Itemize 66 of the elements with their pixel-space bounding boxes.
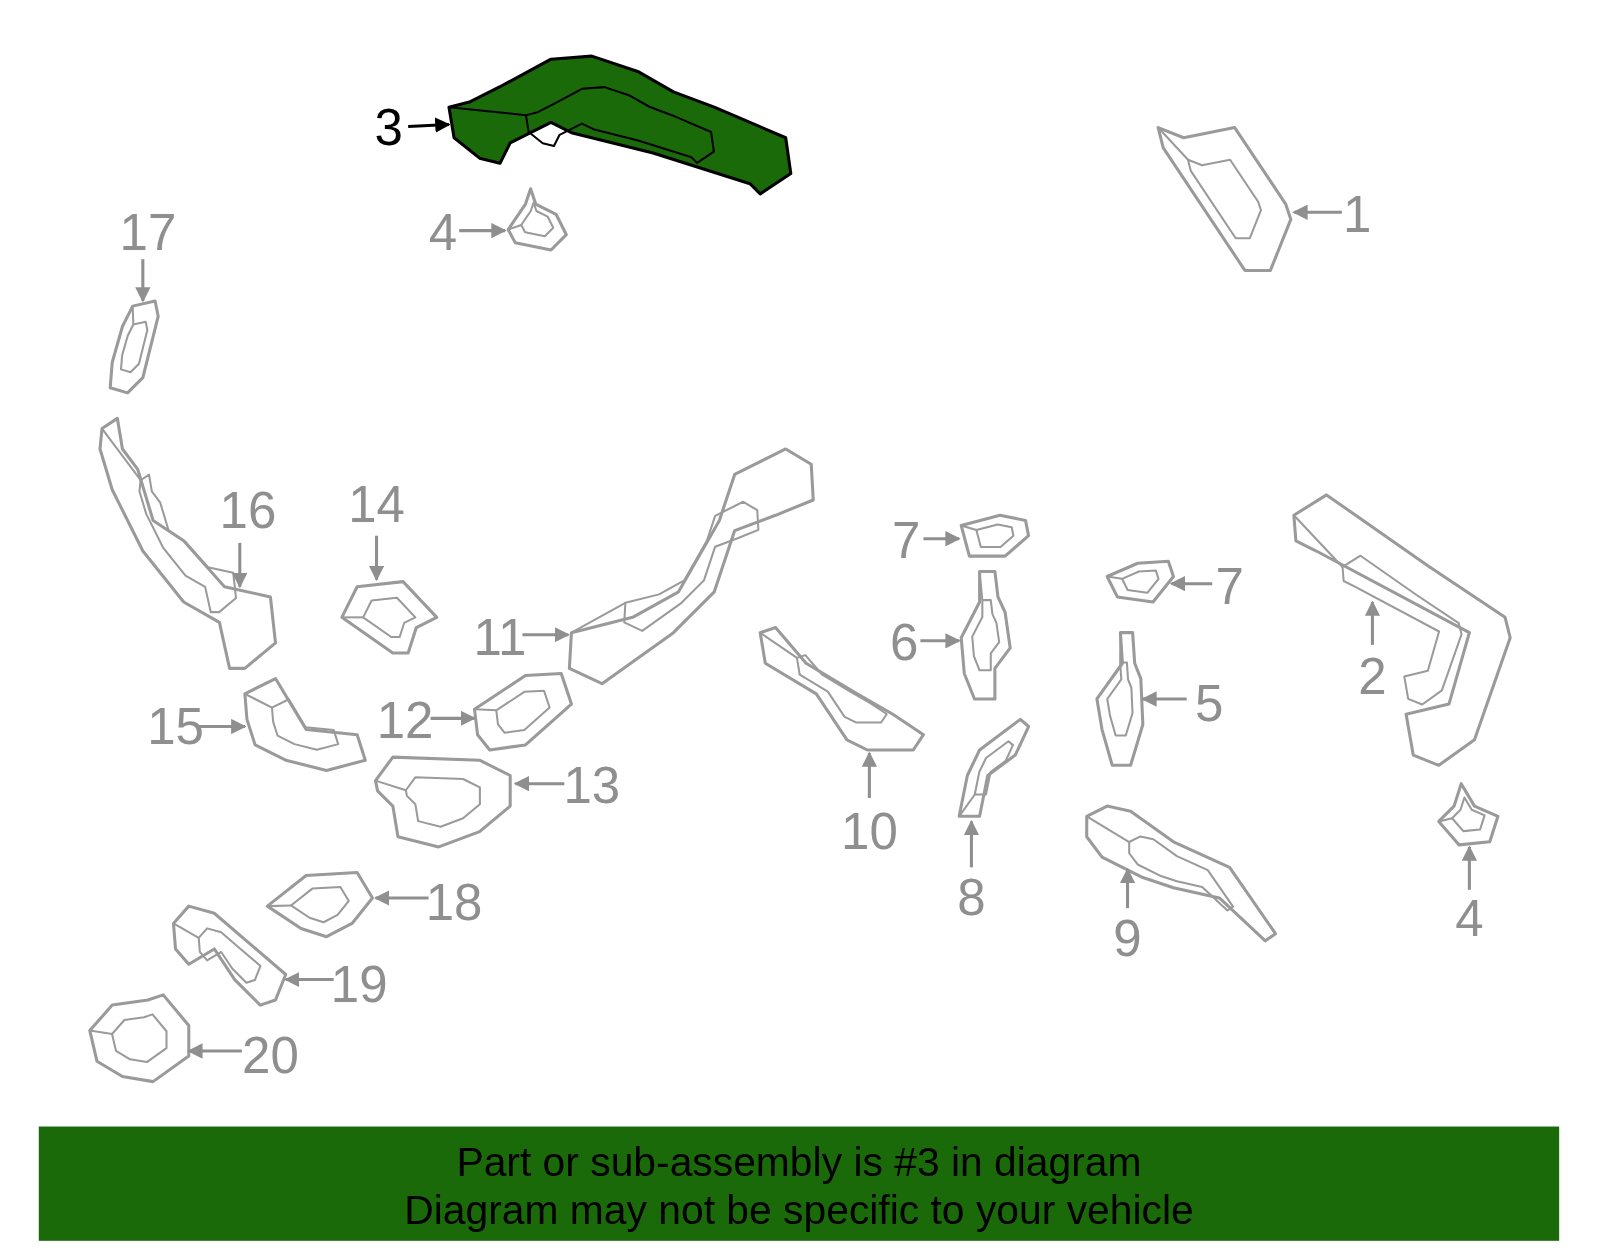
part-drawing [1437,782,1500,847]
leader-line [920,633,961,649]
part-drawing [340,580,439,655]
part-drawing [98,416,278,670]
callout-number: 4 [428,207,458,259]
part-drawing [959,569,1012,701]
leader-line [513,776,565,792]
callout-number: 2 [1358,651,1387,703]
callout-number: 16 [219,484,277,536]
callout-number: 4 [1455,892,1484,944]
leader-line [522,627,570,643]
callout-number: 6 [889,617,919,669]
callout-number: 20 [242,1030,299,1082]
callout-number: 7 [891,515,921,567]
callout-number: 5 [1195,678,1224,730]
callout-number: 19 [330,959,388,1011]
part-drawing [171,904,288,1007]
callout-number: 17 [119,207,177,259]
leader-line [861,751,878,798]
leader-line [1169,576,1213,592]
leader-line [430,710,476,726]
callout-number: 15 [147,701,204,753]
leader-line [923,531,961,547]
callout-number: 1 [1342,188,1372,240]
part-drawing [88,993,191,1084]
leader-line [187,1043,242,1059]
part-drawing [374,755,512,849]
leader-line [1119,867,1136,909]
leader-line [1292,204,1342,220]
leader-line [232,542,248,589]
callout-number: 3 [374,102,403,154]
part-drawing [1095,631,1145,767]
part-drawing [265,870,374,939]
part-drawing [243,677,367,772]
leader-line [963,819,980,868]
part-drawing [447,54,793,196]
leader-line [374,890,429,906]
callout-number: 8 [957,872,986,924]
part-drawing [959,513,1031,558]
part-drawing [1105,559,1175,604]
callout-number: 13 [563,760,621,812]
leader-line [459,222,507,239]
leader-line [135,259,151,303]
callout-number: 7 [1215,561,1244,613]
caption-text: Diagram may not be specific to your vehicle [403,1187,1195,1233]
leader-line [1364,600,1381,645]
leader-line [199,718,247,735]
leader-line [1141,691,1187,707]
part-drawing [108,299,160,395]
part-drawing [472,671,573,752]
leader-line [408,117,451,133]
callout-number: 14 [348,479,405,531]
callout-number: 18 [425,877,483,929]
leader-line [368,535,385,582]
leader-line [284,971,334,988]
part-drawing [957,717,1031,818]
callout-number: 9 [1113,913,1142,965]
part-drawing [506,187,568,252]
callout-number: 11 [473,612,527,664]
caption-text: Part or sub-assembly is #3 in diagram [455,1138,1143,1184]
part-drawing [1156,126,1293,272]
leader-line [1461,845,1478,890]
callout-number: 12 [376,694,434,746]
callout-number: 10 [841,806,898,858]
part-drawing [567,447,815,686]
part-drawing [1292,493,1512,767]
